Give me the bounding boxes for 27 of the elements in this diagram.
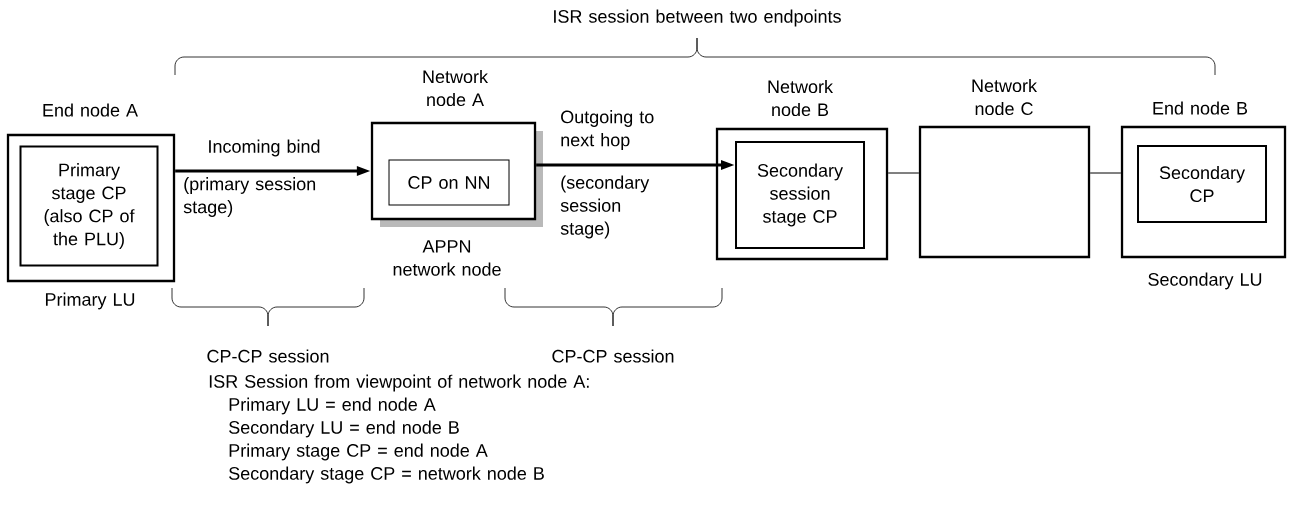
brace-label: CP-CP session [207,349,329,363]
node-caption: APPN network node [393,240,501,276]
stage-box: Secondary session stage CP [735,141,865,249]
note-text: ISR Session from viewpoint of network node A: [209,374,589,392]
note-text: Primary LU = end node A [229,397,436,415]
edge-label: Outgoing to next hop [561,110,654,150]
node-caption: Primary LU [46,292,135,310]
edge-note: (primary session stage) [183,177,316,217]
note-text: Primary stage CP = end node A [229,443,488,461]
brace-label: ISR session between two endpoints [554,9,841,27]
note-text: Secondary stage CP = network node B [229,466,544,484]
node-caption: Secondary LU [1148,272,1262,290]
stage-box: CP on NN [388,159,510,206]
node-label: Network node A [423,69,489,107]
stage-box: Primary stage CP (also CP of the PLU) [19,145,159,267]
node-label: Network node C [972,78,1038,116]
node-label: End node B [1153,101,1248,115]
node-label: End node A [43,103,138,117]
stage-box: Secondary CP [1137,145,1267,223]
note-text: Secondary LU = end node B [229,420,459,438]
edge-note: (secondary session stage) [560,175,650,239]
brace-label: CP-CP session [552,349,674,363]
connector-line [887,172,920,174]
network-node-box: Network node C [918,78,1091,259]
edge-label: Incoming bind [209,139,320,157]
node-label: Network node B [768,79,834,117]
connector-line [1089,172,1122,174]
